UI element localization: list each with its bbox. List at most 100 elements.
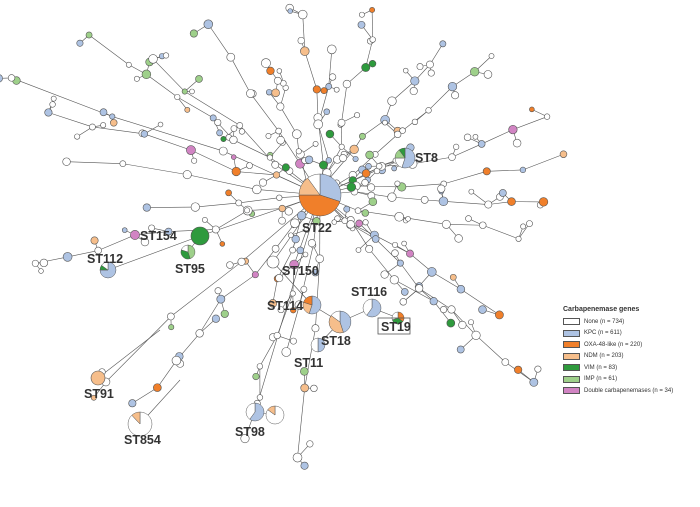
tree-edge — [375, 134, 398, 155]
st-node — [482, 167, 491, 176]
st-node — [394, 212, 404, 222]
st-node — [174, 93, 181, 101]
st-node — [290, 218, 300, 228]
pie-slice — [366, 298, 382, 318]
tree-edge — [365, 39, 373, 68]
legend-swatch — [563, 375, 580, 383]
st-node — [478, 305, 487, 314]
st-node — [447, 305, 456, 314]
st-node — [85, 31, 93, 39]
pie-slice — [131, 411, 141, 425]
st-node — [276, 68, 283, 74]
st-node — [226, 52, 236, 62]
st-node — [320, 87, 328, 95]
st-node — [310, 384, 318, 393]
st-node — [142, 203, 151, 212]
st-node — [387, 192, 397, 202]
tree-edge — [300, 154, 307, 182]
st-node — [167, 312, 175, 321]
st-node — [190, 202, 200, 212]
st-node — [211, 225, 220, 234]
st-node — [402, 67, 409, 74]
st-node — [281, 347, 292, 357]
legend-swatch — [563, 352, 580, 360]
st-node — [94, 246, 102, 255]
st-node — [346, 182, 357, 192]
st-node — [456, 285, 466, 294]
st-node — [312, 217, 321, 226]
pie-slice — [310, 337, 319, 353]
pie-slice — [187, 244, 196, 259]
st-node — [236, 122, 244, 129]
st-node — [276, 136, 285, 145]
st-node — [479, 221, 487, 229]
st8-node — [394, 147, 416, 169]
tree-edge — [486, 169, 523, 172]
st-node — [284, 207, 293, 216]
st-node — [327, 44, 337, 55]
label-st11: ST11 — [294, 356, 323, 370]
st-node — [365, 150, 374, 160]
st-node — [325, 83, 333, 90]
st-node — [306, 440, 314, 448]
st-node — [498, 189, 507, 197]
tree-edge — [250, 93, 279, 132]
tree-edge — [112, 116, 224, 152]
label-st150: ST150 — [282, 264, 319, 278]
st-node — [252, 184, 262, 195]
st-node — [273, 331, 281, 340]
st-node — [300, 46, 310, 56]
st-node — [387, 96, 397, 106]
st-node — [89, 123, 96, 131]
st-node — [281, 163, 290, 172]
st-node — [429, 297, 438, 306]
st-node — [313, 119, 324, 130]
label-st95: ST95 — [175, 262, 205, 276]
legend-swatch — [563, 318, 580, 326]
st-node — [331, 219, 337, 225]
st-node — [99, 108, 108, 117]
st-node — [325, 129, 335, 139]
st-node — [437, 184, 446, 193]
st-node — [276, 102, 285, 111]
st-node — [361, 169, 371, 178]
st-node — [289, 259, 299, 270]
legend-item: KPC (n = 611) — [563, 328, 698, 340]
st-node — [307, 239, 316, 248]
st116-node — [362, 298, 382, 318]
st-node — [538, 197, 549, 207]
st-node — [39, 258, 49, 268]
st-node — [394, 180, 401, 187]
st-node — [512, 138, 522, 148]
st854-node — [127, 411, 153, 437]
label-st98: ST98 — [235, 425, 265, 439]
st-node — [401, 288, 409, 296]
tree-edge — [316, 89, 319, 118]
pie-slice — [339, 310, 352, 333]
legend-label: None (n = 734) — [584, 318, 625, 325]
st-node — [181, 88, 188, 95]
st-node — [297, 36, 305, 45]
st-node — [319, 160, 328, 170]
st-node — [164, 227, 173, 236]
tree-edge — [122, 163, 188, 175]
st-node — [220, 309, 229, 318]
tree-edge — [272, 261, 313, 306]
st-node — [62, 157, 71, 166]
tree-edge — [144, 133, 192, 151]
tree-edge — [255, 248, 276, 275]
st-node — [256, 394, 264, 401]
st-node — [409, 86, 418, 96]
legend-label: VIM (n = 83) — [584, 364, 618, 371]
st-node — [472, 133, 479, 140]
pie-slice — [319, 173, 342, 202]
tree-edge — [88, 34, 130, 66]
legend-label: NDM (n = 203) — [584, 353, 624, 360]
st-node — [369, 36, 376, 43]
tree-edge — [215, 210, 248, 230]
st-node — [195, 75, 203, 83]
st-node — [371, 235, 380, 243]
st-node — [125, 61, 132, 68]
st-node — [74, 133, 81, 140]
tree-edge — [11, 77, 113, 117]
